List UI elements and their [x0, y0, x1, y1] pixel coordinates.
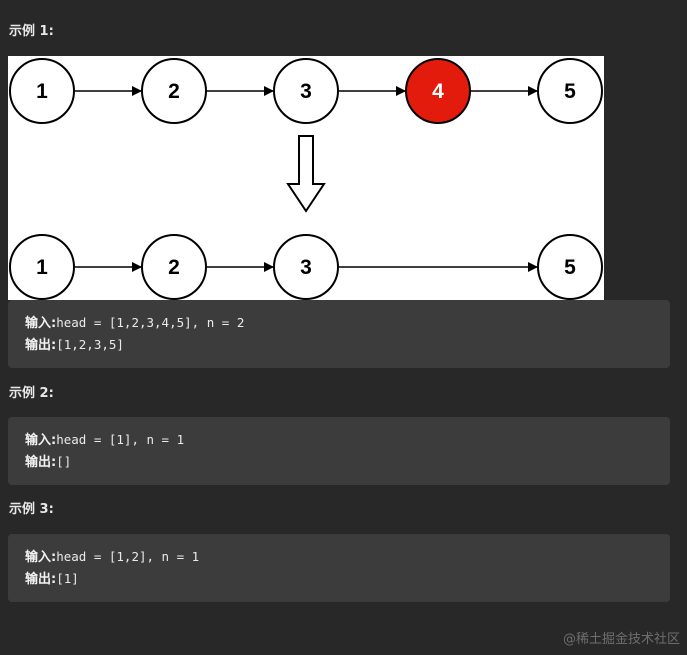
input-line: 输入:head = [1], n = 1: [25, 429, 654, 451]
node-bottom-3: 3: [273, 234, 339, 300]
output-label: 输出:: [25, 338, 57, 353]
example-1-code-block: 输入:head = [1,2,3,4,5], n = 2 输出:[1,2,3,5…: [8, 300, 670, 368]
linked-list-diagram: 1 2 3 4 5 1 2: [8, 56, 604, 300]
output-value: []: [56, 454, 72, 469]
example-1-title: 示例 1:: [9, 24, 54, 39]
svg-text:2: 2: [168, 256, 180, 279]
input-label: 输入:: [25, 316, 57, 331]
output-value: [1]: [56, 571, 79, 586]
svg-text:1: 1: [36, 256, 48, 279]
output-line: 输出:[1,2,3,5]: [25, 334, 654, 356]
diagram-svg: 1 2 3 4 5 1 2: [9, 58, 603, 300]
output-label: 输出:: [25, 572, 57, 587]
svg-text:5: 5: [564, 80, 576, 103]
node-top-2: 2: [141, 58, 207, 124]
node-top-5: 5: [537, 58, 603, 124]
svg-text:4: 4: [432, 80, 444, 103]
svg-text:5: 5: [564, 256, 576, 279]
node-bottom-5: 5: [537, 234, 603, 300]
node-top-4-removed: 4: [405, 58, 471, 124]
input-value: head = [1], n = 1: [56, 432, 185, 447]
example-2-code-block: 输入:head = [1], n = 1 输出:[]: [8, 417, 670, 485]
node-top-3: 3: [273, 58, 339, 124]
watermark: @稀土掘金技术社区: [562, 632, 680, 647]
example-2-title: 示例 2:: [9, 386, 54, 401]
output-value: [1,2,3,5]: [56, 337, 124, 352]
down-arrow-icon: [286, 135, 326, 213]
input-value: head = [1,2], n = 1: [56, 549, 200, 564]
svg-text:2: 2: [168, 80, 180, 103]
input-value: head = [1,2,3,4,5], n = 2: [56, 315, 245, 330]
input-line: 输入:head = [1,2,3,4,5], n = 2: [25, 312, 654, 334]
output-line: 输出:[1]: [25, 568, 654, 590]
node-top-1: 1: [9, 58, 75, 124]
svg-text:1: 1: [36, 80, 48, 103]
svg-text:3: 3: [300, 80, 312, 103]
node-bottom-2: 2: [141, 234, 207, 300]
output-line: 输出:[]: [25, 451, 654, 473]
svg-text:3: 3: [300, 256, 312, 279]
input-label: 输入:: [25, 550, 57, 565]
example-3-title: 示例 3:: [9, 502, 54, 517]
example-3-code-block: 输入:head = [1,2], n = 1 输出:[1]: [8, 534, 670, 602]
node-bottom-1: 1: [9, 234, 75, 300]
input-label: 输入:: [25, 433, 57, 448]
input-line: 输入:head = [1,2], n = 1: [25, 546, 654, 568]
output-label: 输出:: [25, 455, 57, 470]
